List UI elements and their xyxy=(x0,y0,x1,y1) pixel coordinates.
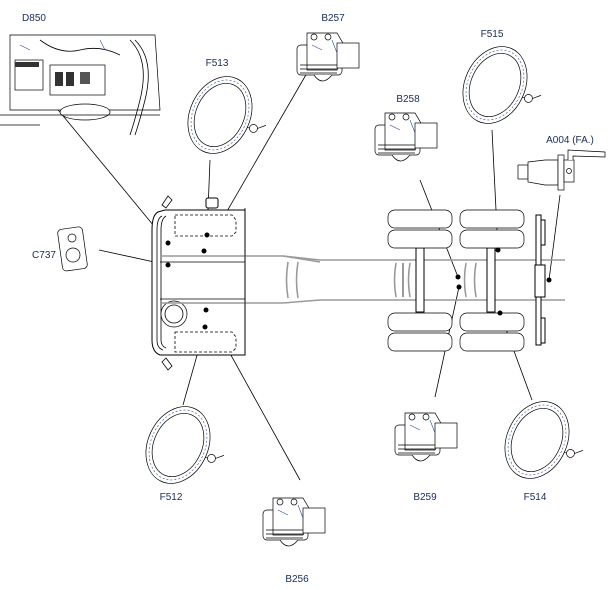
point-b256 xyxy=(203,307,209,313)
label-b258: B258 xyxy=(396,94,420,105)
label-b257: B257 xyxy=(321,13,345,24)
crossmember-3 xyxy=(463,262,467,298)
label-f514: F514 xyxy=(524,492,547,503)
labels: D850 B257 F513 F515 B258 A004 (FA.) C737… xyxy=(22,13,594,585)
f513-sensor-ring xyxy=(187,76,267,154)
point-f512 xyxy=(202,324,208,330)
label-f515: F515 xyxy=(481,29,504,40)
connection-points xyxy=(165,232,552,330)
a004-connector xyxy=(517,149,606,191)
point-c737 xyxy=(165,262,171,268)
cab-inner-line xyxy=(156,215,164,351)
mirror-right xyxy=(161,357,173,371)
frame-rail-top-outer xyxy=(160,255,565,261)
point-a004 xyxy=(546,277,552,283)
b258-valve xyxy=(374,112,438,162)
point-b258 xyxy=(455,274,461,280)
f512-sensor-ring xyxy=(145,406,225,484)
tire xyxy=(459,332,525,352)
b256-valve xyxy=(262,497,326,547)
bunk-bottom xyxy=(174,331,237,353)
leader-b258 xyxy=(419,179,459,278)
axle-2 xyxy=(486,247,496,313)
b257-valve xyxy=(296,32,360,82)
c737-switch xyxy=(57,226,88,272)
point-f514 xyxy=(497,310,503,316)
label-d850: D850 xyxy=(22,13,46,24)
d850-electrical-panel xyxy=(0,34,161,136)
b259-valve xyxy=(394,412,458,462)
cab-outline xyxy=(151,209,246,356)
leader-lines xyxy=(44,72,561,481)
tire xyxy=(387,332,453,352)
leader-d850 xyxy=(44,93,169,244)
tires xyxy=(387,209,525,352)
chassis xyxy=(151,195,565,371)
tire xyxy=(387,312,453,332)
axle-1 xyxy=(415,247,425,313)
label-b256: B256 xyxy=(285,574,309,585)
point-b259 xyxy=(456,284,462,290)
crossmember-1 xyxy=(285,261,289,299)
point-b257 xyxy=(201,248,207,254)
point-f515 xyxy=(495,247,501,253)
tire xyxy=(387,209,453,229)
point-f513 xyxy=(204,232,210,238)
tire xyxy=(387,229,453,249)
tire xyxy=(459,312,525,332)
f515-sensor-ring xyxy=(462,46,542,124)
point-d850 xyxy=(165,240,171,246)
frame-rail-bottom-outer xyxy=(160,299,565,304)
crossmember-2 xyxy=(393,262,397,298)
label-c737: C737 xyxy=(32,250,56,261)
mirror-left xyxy=(161,195,173,209)
label-f513: F513 xyxy=(206,58,229,69)
f514-sensor-ring xyxy=(504,401,584,479)
label-f512: F512 xyxy=(160,492,183,503)
roof-element xyxy=(205,197,219,209)
label-a004: A004 (FA.) xyxy=(546,135,594,146)
tire xyxy=(459,209,525,229)
leader-a004 xyxy=(548,194,561,281)
cab-inner-line-2 xyxy=(160,215,167,349)
label-b259: B259 xyxy=(413,492,437,503)
tire xyxy=(459,229,525,249)
bunk-top xyxy=(174,214,237,237)
